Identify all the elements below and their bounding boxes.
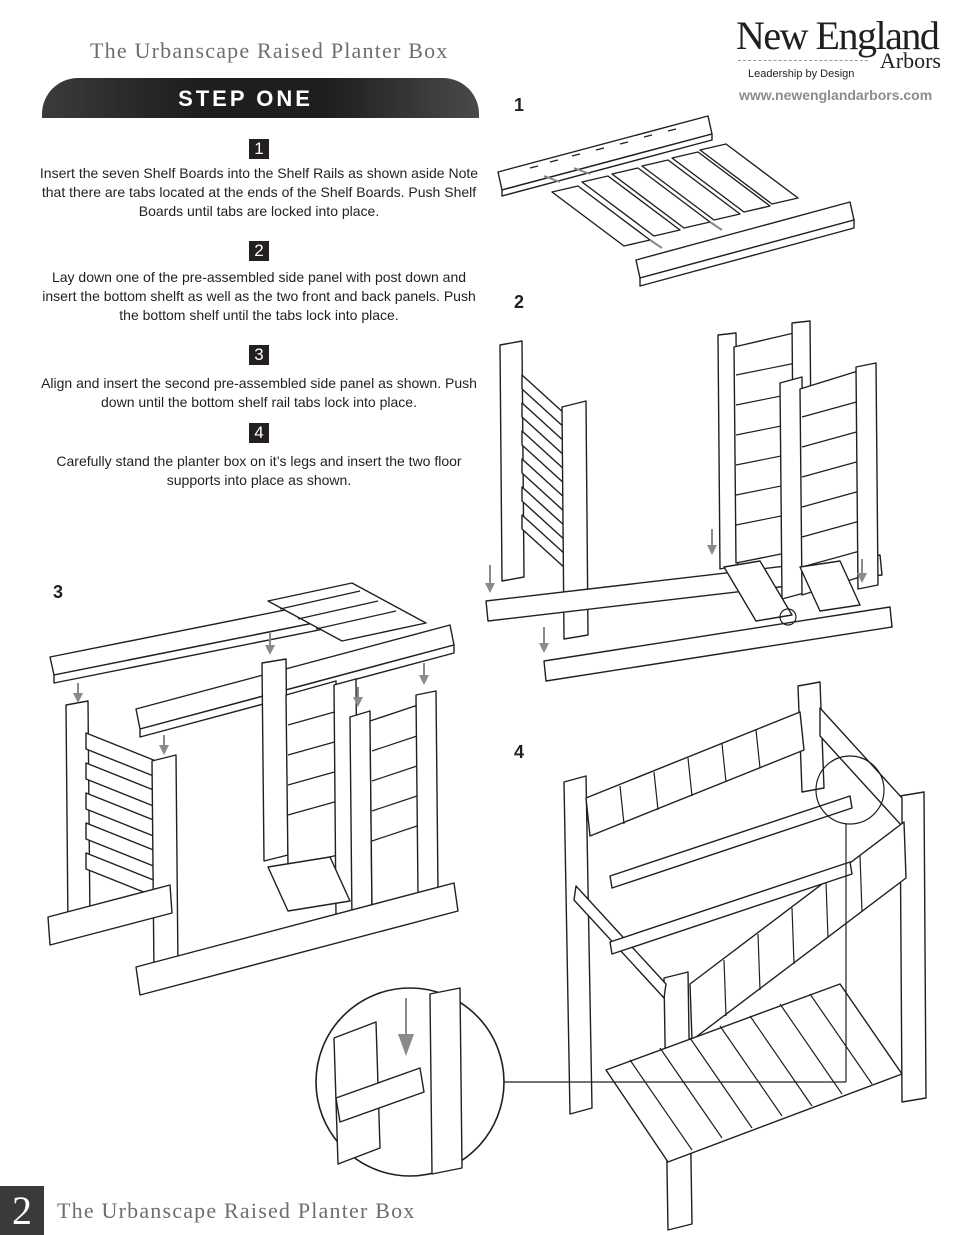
figure-4-illustration (315, 681, 927, 1231)
step-number-badge: 2 (249, 241, 269, 261)
logo-rule (738, 60, 868, 61)
bottom-rail-left (47, 884, 173, 946)
insertion-arrows (485, 529, 867, 653)
step-number-badge: 3 (249, 345, 269, 365)
shelf-boards (551, 143, 799, 247)
side-panel-right (65, 700, 179, 976)
step-instruction: Align and insert the second pre-assemble… (41, 375, 477, 410)
inner-panels (261, 658, 439, 924)
brand-logo: New England Arbors Leadership by Design … (730, 12, 945, 112)
step-banner-label: STEP ONE (178, 86, 313, 111)
figure-number: 3 (53, 582, 64, 602)
step-instruction: Carefully stand the planter box on it’s … (56, 453, 462, 488)
back-top-panel (585, 711, 805, 837)
top-rail-front-edge (139, 644, 455, 738)
figure-number: 2 (514, 292, 525, 312)
step-instruction: Lay down one of the pre-assembled side p… (42, 269, 476, 323)
figure-number: 1 (514, 95, 525, 115)
logo-tagline: Leadership by Design (748, 68, 855, 80)
step-number-badge: 1 (249, 139, 269, 159)
front-rail-edge (639, 219, 855, 287)
bottom-shelf (605, 983, 903, 1163)
bottom-rail-front (135, 882, 459, 996)
side-panel-left (499, 340, 589, 640)
insertion-arrows (543, 167, 723, 249)
bottom-rail-front (543, 606, 893, 682)
front-panel (779, 362, 879, 600)
bottom-shelf (723, 560, 861, 622)
detail-callout-circle (779, 608, 797, 626)
floor-supports (609, 795, 853, 955)
page-number: 2 (0, 1186, 44, 1235)
step-number-badge: 4 (249, 423, 269, 443)
planter-box-frame (563, 681, 927, 1231)
figure-2-illustration (485, 320, 893, 682)
insertion-arrows (73, 633, 429, 755)
step-banner: STEP ONE (42, 78, 479, 118)
document-title: The Urbanscape Raised Planter Box (90, 38, 449, 63)
detail-callout-circle (815, 755, 885, 825)
figure-3-illustration (47, 582, 459, 996)
website-url: www.newenglandarbors.com (739, 87, 933, 103)
upper-shelf (267, 582, 427, 642)
detail-magnified-view (315, 987, 505, 1177)
logo-name: New England (736, 13, 940, 58)
step-instruction: Insert the seven Shelf Boards into the S… (39, 165, 479, 219)
logo-sub: Arbors (879, 48, 941, 73)
shelf-bracket (267, 856, 351, 912)
footer-title: The Urbanscape Raised Planter Box (57, 1198, 416, 1223)
figure-1-illustration (497, 115, 855, 287)
figure-number: 4 (514, 742, 525, 762)
